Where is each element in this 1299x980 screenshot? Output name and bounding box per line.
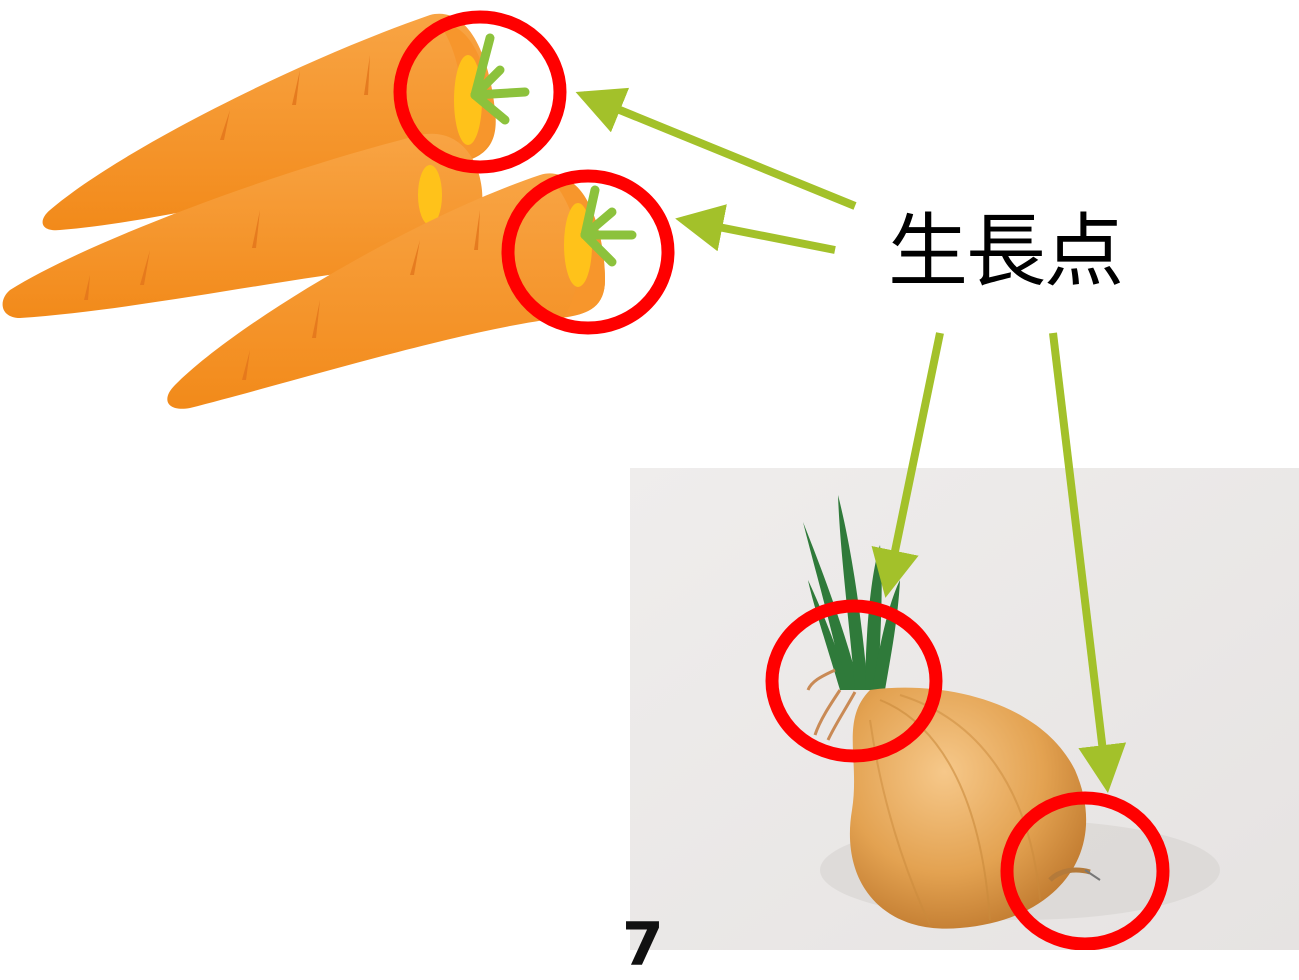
page-number: 7 <box>622 910 664 980</box>
growth-point-label: 生長点 <box>888 205 1124 298</box>
arrow-to-onion-bottom <box>1049 332 1127 793</box>
carrot-3 <box>167 173 637 409</box>
arrow-to-carrot-bottom <box>675 204 836 254</box>
pointer-arrows <box>575 87 1127 793</box>
growth-point-markers <box>393 10 1170 950</box>
arrow-to-onion-top <box>871 332 944 598</box>
arrow-to-carrot-top <box>575 87 857 210</box>
marker-circle-onion-bottom <box>1000 791 1170 950</box>
marker-circle-onion-top <box>765 599 943 763</box>
marker-circle-carrot-bottom <box>501 169 675 335</box>
carrots-illustration <box>2 13 637 409</box>
carrot-2 <box>2 133 483 318</box>
marker-circle-carrot-top <box>393 10 567 174</box>
carrot-1 <box>42 13 530 231</box>
onion-photo <box>630 468 1299 950</box>
diagram-canvas <box>2 10 1299 950</box>
